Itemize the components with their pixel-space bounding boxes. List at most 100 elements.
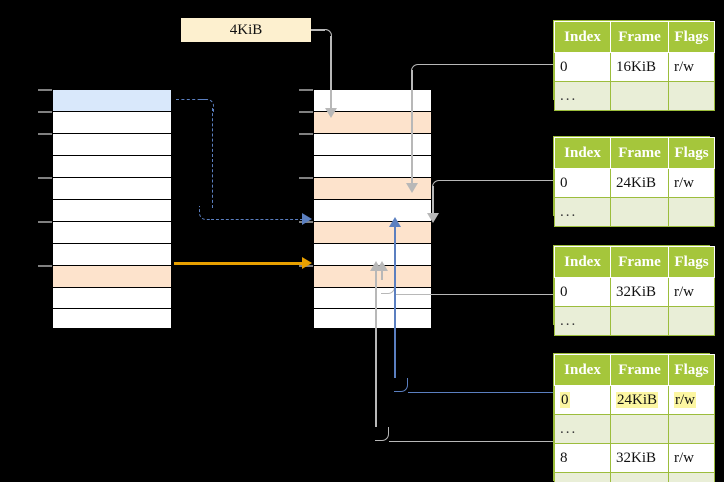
t2-connector-h — [446, 179, 556, 182]
cell-frame — [610, 197, 669, 227]
cell-index: ... — [554, 472, 611, 482]
left-cell-8 — [53, 266, 171, 288]
table-row-ellipsis: ... — [554, 306, 715, 336]
table-row-ellipsis: ... — [554, 414, 715, 444]
vaddr-dashed-corner-bottom — [199, 206, 213, 220]
t4-row0-connector-arrowhead — [389, 217, 401, 227]
cell-index: 0 — [554, 52, 611, 82]
t4-row8-connector-arrowhead — [370, 261, 382, 271]
t4-row8-connector-corner — [375, 426, 389, 441]
mid-tick-4 — [299, 177, 313, 179]
vaddr-dashed-corner-top — [200, 99, 214, 113]
cell-frame: 32KiB — [610, 277, 669, 307]
col-header-flags: Flags — [668, 21, 715, 53]
col-header-flags: Flags — [668, 137, 715, 169]
col-header-flags: Flags — [668, 354, 715, 386]
cell-index: ... — [554, 306, 611, 336]
t4-row8-connector-h — [389, 440, 555, 443]
col-header-index: Index — [554, 354, 611, 386]
table-row-ellipsis: ... — [554, 81, 715, 111]
mid-cell-3 — [314, 156, 431, 178]
t4-row0-connector-corner — [394, 377, 408, 392]
cell-frame: 24KiB — [610, 168, 669, 198]
t3-connector-corner — [381, 279, 395, 294]
left-tick-1 — [38, 111, 52, 113]
table-row: 0 24KiB r/w — [554, 385, 715, 415]
t3-connector-v — [381, 270, 383, 280]
cell-flags — [668, 414, 715, 444]
table-header-row: Index Frame Flags — [554, 354, 715, 386]
table-header-row: Index Frame Flags — [554, 137, 715, 169]
left-cell-5 — [53, 200, 171, 222]
mid-tick-2 — [299, 133, 313, 135]
left-cell-4 — [53, 178, 171, 200]
cell-flags: r/w — [668, 385, 715, 415]
cell-flags — [668, 197, 715, 227]
cell-index-highlight: 0 — [560, 391, 570, 408]
cell-flags: r/w — [668, 52, 715, 82]
left-tick-0 — [38, 89, 52, 91]
mid-tick-1 — [299, 111, 313, 113]
virtual-address-column — [52, 89, 172, 329]
size-label-4kib: 4KiB — [181, 18, 311, 42]
cell-index: 8 — [554, 443, 611, 473]
cell-index: 0 — [554, 385, 611, 415]
t1-connector-arrowhead — [406, 183, 418, 193]
left-cell-3 — [53, 156, 171, 178]
vaddr-dashed-h-top — [176, 99, 206, 100]
cell-frame: 32KiB — [610, 443, 669, 473]
left-cell-2 — [53, 134, 171, 156]
label-connector-v — [330, 36, 332, 111]
page-table-level-4: Index Frame Flags 0 24KiB r/w ... 8 32Ki… — [553, 353, 715, 482]
page-table-level-1: Index Frame Flags 0 16KiB r/w ... — [553, 20, 715, 111]
t4-row0-connector-v — [394, 226, 396, 378]
t3-connector-arrowhead — [376, 261, 388, 271]
cell-frame — [610, 81, 669, 111]
cell-index: ... — [554, 197, 611, 227]
t2-connector-corner — [432, 179, 446, 194]
t1-connector-corner — [411, 63, 425, 78]
cell-frame — [610, 306, 669, 336]
label-connector-arrowhead — [325, 108, 337, 118]
col-header-frame: Frame — [610, 21, 669, 53]
t2-connector-arrowhead — [427, 213, 439, 223]
cell-frame — [610, 472, 669, 482]
col-header-frame: Frame — [610, 137, 669, 169]
page-table-level-3: Index Frame Flags 0 32KiB r/w ... — [553, 245, 715, 336]
mid-cell-5 — [314, 200, 431, 222]
col-header-frame: Frame — [610, 246, 669, 278]
table-row: 8 32KiB r/w — [554, 443, 715, 473]
t2-connector-v — [432, 186, 434, 216]
mid-cell-0 — [314, 90, 431, 112]
mid-cell-1 — [314, 112, 431, 134]
col-header-frame: Frame — [610, 354, 669, 386]
mid-cell-2 — [314, 134, 431, 156]
offset-arrow-line — [174, 262, 304, 265]
offset-arrow-head — [302, 257, 312, 269]
t1-connector-h — [425, 63, 555, 66]
mid-cell-6 — [314, 222, 431, 244]
left-cell-7 — [53, 244, 171, 266]
col-header-flags: Flags — [668, 246, 715, 278]
cell-flags — [668, 472, 715, 482]
cell-frame — [610, 414, 669, 444]
table-row: 0 16KiB r/w — [554, 52, 715, 82]
t3-connector-h — [395, 293, 555, 296]
page-table-level-2: Index Frame Flags 0 24KiB r/w ... — [553, 136, 715, 227]
cell-flags: r/w — [668, 443, 715, 473]
left-tick-6 — [38, 221, 52, 223]
table-row: 0 32KiB r/w — [554, 277, 715, 307]
col-header-index: Index — [554, 246, 611, 278]
col-header-index: Index — [554, 21, 611, 53]
table-row-ellipsis: ... — [554, 197, 715, 227]
mid-cell-10 — [314, 309, 431, 328]
mid-cell-8 — [314, 266, 431, 288]
left-cell-10 — [53, 309, 171, 328]
mid-cell-9 — [314, 288, 431, 309]
cell-flags — [668, 81, 715, 111]
vaddr-dashed-arrowhead — [302, 213, 312, 225]
left-tick-8 — [38, 265, 52, 267]
cell-flags: r/w — [668, 168, 715, 198]
cell-frame: 24KiB — [610, 385, 669, 415]
